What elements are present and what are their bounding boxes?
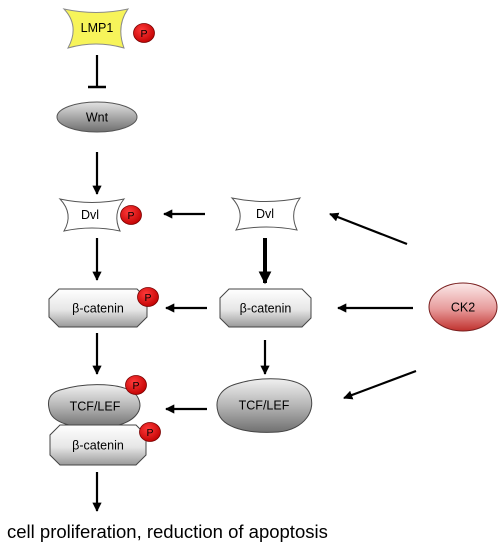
tcf-lef-right-shape [216,378,313,433]
ck2-node: CK2 [428,282,498,332]
ck2-label: CK2 [451,301,475,315]
ck2-shape [428,282,498,332]
dvl-right-label: Dvl [256,207,274,221]
dvl-left-shape [58,198,126,232]
lmp1-label: LMP1 [81,21,114,35]
tcf-lef-right-label: TCF/LEF [239,399,290,413]
outcome-text: cell proliferation, reduction of apoptos… [7,521,328,542]
beta-catenin-right-node: β-catenin [219,288,312,328]
beta-catenin-right-label: β-catenin [240,302,292,316]
svg-text:P: P [146,427,153,439]
beta-catenin-complex-label: β-catenin [72,439,124,453]
lmp1-node: LMP1 [62,8,130,49]
dvl-left-node: Dvl [58,198,126,232]
dvl-right-shape [230,197,302,231]
beta-catenin-left-phospho-badge: P [137,287,159,307]
wnt-label: Wnt [86,111,109,125]
dvl-left-label: Dvl [81,208,99,222]
svg-text:P: P [140,28,147,40]
beta-catenin-left-node: β-catenin [48,288,148,328]
tcf-lef-left-label: TCF/LEF [70,400,121,414]
tcf-lef-right-node: TCF/LEF [216,378,313,433]
svg-text:P: P [144,292,151,304]
dvl-left-phospho-badge: P [120,205,142,225]
tcf-lef-left-phospho-badge: P [125,375,147,395]
arrow-ck2-to-dvl-right [329,212,408,246]
wnt-shape [56,101,138,133]
beta-catenin-right-shape [219,288,312,328]
lmp1-inhibits-wnt [88,55,106,89]
svg-text:P: P [127,210,134,222]
arrow-ck2-to-tcf-lef-right [343,369,417,400]
tcf-lef-left-node: TCF/LEF [47,384,141,429]
beta-catenin-complex-shape [49,424,147,466]
svg-text:P: P [132,380,139,392]
beta-catenin-complex-phospho-badge: P [139,422,161,442]
lmp1-shape [62,8,130,49]
wnt-node: Wnt [56,101,138,133]
lmp1-phospho-badge: P [133,23,155,43]
beta-catenin-left-label: β-catenin [72,302,124,316]
dvl-right-node: Dvl [230,197,302,231]
beta-catenin-complex-node: β-catenin [49,424,147,466]
